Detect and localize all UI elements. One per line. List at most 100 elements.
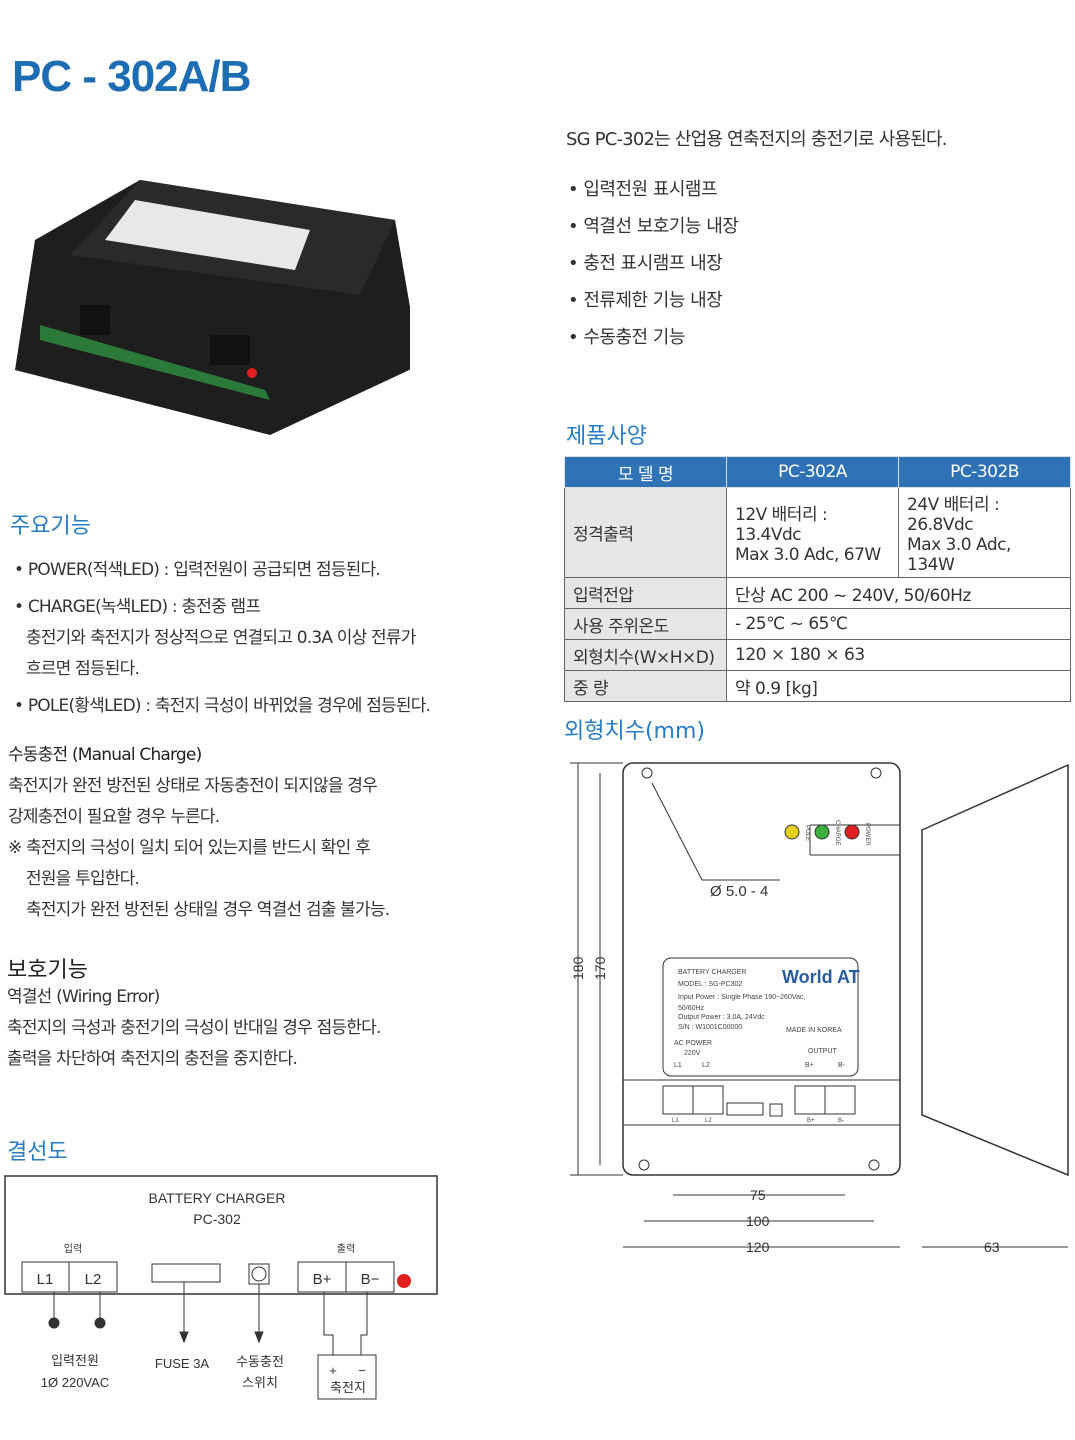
header-a: PC-302A bbox=[726, 456, 899, 488]
source-label: 입력전원 bbox=[51, 1353, 99, 1368]
manual-line: 전원을 투입한다. bbox=[26, 869, 140, 889]
terminal-bplus: B+ bbox=[313, 1271, 332, 1288]
row-value: - 25℃ ~ 65℃ bbox=[726, 608, 1071, 640]
fuse-symbol bbox=[151, 1263, 221, 1283]
input-label: 입력 bbox=[64, 1242, 82, 1255]
label-text: B- bbox=[838, 1062, 846, 1069]
manual-line: 강제충전이 필요할 경우 누른다. bbox=[8, 807, 220, 827]
terminal-label: B- bbox=[838, 1118, 844, 1124]
label-text: OUTPUT bbox=[808, 1048, 838, 1055]
manual-line: ※ 축전지의 극성이 일치 되어 있는지를 반드시 확인 후 bbox=[8, 838, 371, 858]
row-value: 약 0.9 [kg] bbox=[726, 670, 1071, 702]
feature-item: • 입력전원 표시램프 bbox=[568, 179, 718, 200]
terminal-label: B+ bbox=[807, 1118, 815, 1124]
label-text: 50/60Hz bbox=[678, 1005, 705, 1012]
diagram-model: PC-302 bbox=[193, 1211, 241, 1227]
switch-label: 수동충전 bbox=[236, 1354, 284, 1369]
protection-sub: 역결선 (Wiring Error) bbox=[7, 987, 160, 1007]
fuse-label: FUSE 3A bbox=[155, 1356, 210, 1371]
label-text: AC POWER bbox=[674, 1040, 712, 1047]
row-value: 120 × 180 × 63 bbox=[726, 639, 1071, 671]
spec-heading: 제품사양 bbox=[566, 424, 647, 449]
protection-heading: 보호기능 bbox=[7, 958, 88, 983]
row-label: 정격출력 bbox=[564, 487, 727, 578]
width-75: 75 bbox=[750, 1187, 766, 1203]
led-label: POLE bbox=[804, 825, 810, 841]
manual-line: 축전지가 완전 방전된 상태일 경우 역결선 검출 불가능. bbox=[26, 900, 390, 920]
label-text: MADE IN KOREA bbox=[786, 1027, 842, 1034]
width-120: 120 bbox=[746, 1239, 770, 1255]
label-text: 220V bbox=[684, 1050, 701, 1057]
intro-text: SG PC-302는 산업용 연축전지의 충전기로 사용된다. bbox=[566, 129, 948, 150]
switch-label-2: 스위치 bbox=[242, 1375, 278, 1390]
feature-item: • 충전 표시램프 내장 bbox=[568, 253, 723, 274]
product-title: PC - 302A/B bbox=[12, 52, 251, 101]
label-text: BATTERY CHARGER bbox=[678, 969, 746, 976]
hole-label: Ø 5.0 - 4 bbox=[710, 883, 768, 900]
dimension-drawing: Ø 5.0 - 4 BATTERY CHARGER MODEL : SG-PC3… bbox=[570, 762, 1069, 1255]
dimensions-heading: 외형치수(mm) bbox=[564, 719, 705, 744]
height-170: 170 bbox=[592, 956, 608, 980]
pole-led bbox=[784, 824, 800, 840]
label-text: Output Power : 3.0A, 24Vdc bbox=[678, 1014, 765, 1021]
function-item: • POWER(적색LED) : 입력전원이 공급되면 점등된다. bbox=[14, 560, 381, 580]
manual-line: 축전지가 완전 방전된 상태로 자동충전이 되지않을 경우 bbox=[8, 776, 378, 796]
main-functions-list: • POWER(적색LED) : 입력전원이 공급되면 점등된다. • CHAR… bbox=[14, 555, 554, 722]
label-text: L1 bbox=[674, 1062, 682, 1069]
header-b: PC-302B bbox=[898, 456, 1071, 488]
diagram-title: BATTERY CHARGER bbox=[149, 1190, 286, 1206]
cell-line: 12V 배터리 : 13.4Vdc bbox=[735, 505, 828, 545]
label-text: Input Power : Single Phase 190~260Vac, bbox=[678, 994, 805, 1001]
output-label: 출력 bbox=[337, 1243, 355, 1255]
cell-line: Max 3.0 Adc, 67W bbox=[735, 545, 881, 565]
width-100: 100 bbox=[746, 1213, 770, 1229]
terminal-bminus: B− bbox=[361, 1271, 380, 1288]
row-value: 단상 AC 200 ~ 240V, 50/60Hz bbox=[726, 577, 1071, 609]
cell-line: Max 3.0 Adc, 134W bbox=[907, 535, 1011, 575]
manual-charge-section: 수동충전 (Manual Charge) 축전지가 완전 방전된 상태로 자동충… bbox=[8, 740, 548, 926]
feature-item: • 역결선 보호기능 내장 bbox=[568, 216, 739, 237]
row-label: 사용 주위온도 bbox=[564, 608, 727, 640]
terminal-label: L2 bbox=[705, 1118, 712, 1124]
protection-section: 역결선 (Wiring Error) 축전지의 극성과 충전기의 극성이 반대일… bbox=[7, 982, 547, 1075]
table-row: 사용 주위온도- 25℃ ~ 65℃ bbox=[564, 608, 1071, 640]
label-text: MODEL : SG-PC302 bbox=[678, 981, 742, 988]
feature-item: • 전류제한 기능 내장 bbox=[568, 290, 723, 311]
battery-minus: − bbox=[358, 1363, 366, 1378]
table-row: 외형치수(W×H×D)120 × 180 × 63 bbox=[564, 639, 1071, 671]
terminal-label: L1 bbox=[672, 1118, 679, 1124]
function-item: 충전기와 축전지가 정상적으로 연결되고 0.3A 이상 전류가 bbox=[26, 628, 416, 648]
height-180: 180 bbox=[570, 956, 586, 980]
source-voltage: 1Ø 220VAC bbox=[41, 1375, 109, 1390]
charge-led bbox=[814, 824, 830, 840]
feature-list: • 입력전원 표시램프 • 역결선 보호기능 내장 • 충전 표시램프 내장 •… bbox=[568, 175, 739, 360]
feature-item: • 수동충전 기능 bbox=[568, 327, 685, 348]
function-item: 흐르면 점등된다. bbox=[26, 659, 140, 679]
manual-heading: 수동충전 (Manual Charge) bbox=[8, 745, 202, 765]
power-led bbox=[844, 824, 860, 840]
label-text: S/N : W1001C00000 bbox=[678, 1024, 742, 1031]
wiring-diagram: BATTERY CHARGER PC-302 입력 출력 L1 L2 B+ B−… bbox=[4, 1175, 438, 1400]
terminal-l2: L2 bbox=[85, 1271, 102, 1288]
header-model: 모 델 명 bbox=[564, 456, 727, 488]
cell-line: 24V 배터리 : 26.8Vdc bbox=[907, 495, 1000, 535]
row-label: 중 량 bbox=[564, 670, 727, 702]
led-indicator bbox=[397, 1274, 411, 1288]
led-label: POWER bbox=[864, 823, 870, 846]
wiring-heading: 결선도 bbox=[7, 1140, 68, 1165]
terminal-l1: L1 bbox=[37, 1271, 54, 1288]
led-label: CHARGE bbox=[834, 820, 840, 846]
main-functions-heading: 주요기능 bbox=[10, 514, 91, 539]
protection-line: 축전지의 극성과 충전기의 극성이 반대일 경우 점등한다. bbox=[7, 1018, 381, 1038]
function-item: • POLE(황색LED) : 축전지 극성이 바뀌었을 경우에 점등된다. bbox=[14, 696, 431, 716]
battery-label: 축전지 bbox=[330, 1380, 366, 1395]
function-item: • CHARGE(녹색LED) : 충전중 램프 bbox=[14, 597, 261, 617]
